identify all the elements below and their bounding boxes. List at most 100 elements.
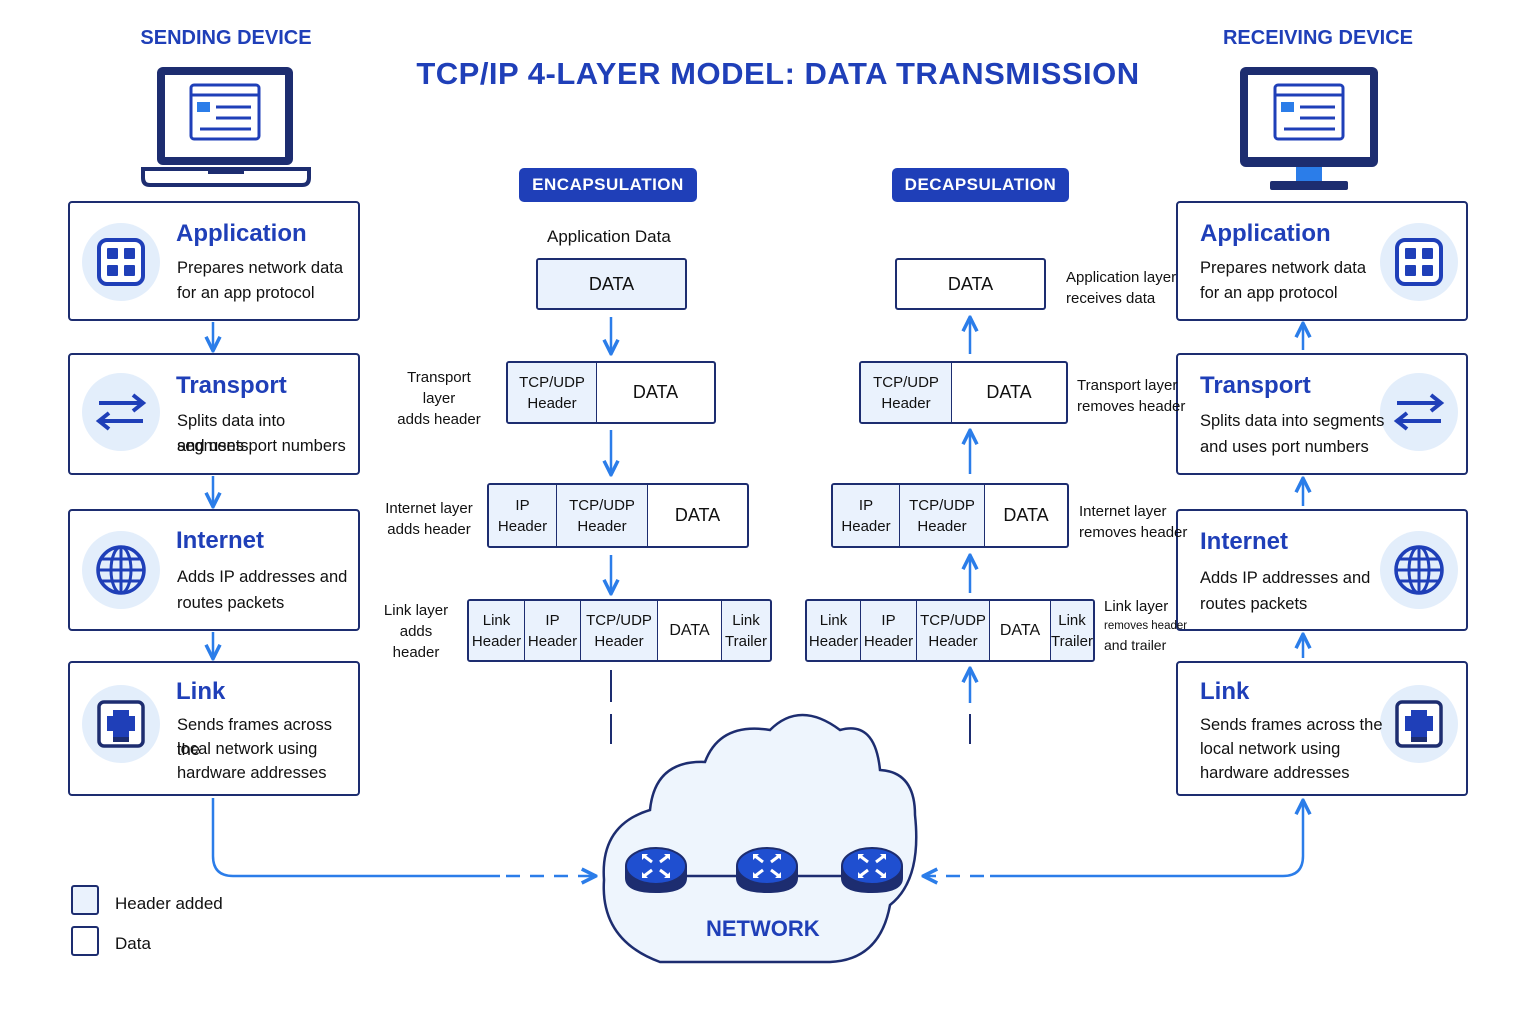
note-line: removes header (1104, 620, 1188, 632)
cell-line: TCP/UDP (873, 373, 939, 391)
layer-description-line: and uses port numbers (177, 437, 346, 455)
layer-card-transport-send: Transport Splits data into segments and … (68, 353, 360, 475)
note-line: adds header (387, 521, 471, 538)
tcp-udp-header-cell: TCP/UDP Header (900, 485, 985, 546)
layer-title: Internet (1200, 528, 1289, 555)
globe-icon (1380, 531, 1458, 609)
cell-line: Header (527, 632, 578, 650)
router-icon (625, 847, 687, 894)
layer-description-line: Sends frames across the (1200, 716, 1383, 734)
legend-label: Header added (115, 894, 223, 913)
data-cell: DATA (986, 382, 1032, 402)
router-icon (841, 847, 903, 894)
cell-line: Link (482, 611, 511, 629)
note-line: removes header (1079, 524, 1188, 541)
tcp-udp-header-cell: TCP/UDP Header (861, 363, 952, 422)
ip-header-cell: IP Header (489, 485, 557, 546)
cell-line: Trailer (1051, 632, 1093, 650)
note-line: Internet layer (385, 500, 473, 517)
note-line: removes header (1077, 398, 1186, 415)
decap-note-transport: Transport layer removes header (1077, 375, 1185, 417)
layer-title: Internet (176, 527, 265, 554)
encap-note-transport: Transport layer adds header (390, 367, 488, 430)
layer-description-line: Prepares network data (177, 259, 344, 277)
cell-line: TCP/UDP (569, 496, 635, 514)
layer-card-transport-receive: Transport Splits data into segments and … (1176, 353, 1468, 475)
layer-card-internet-send: Internet Adds IP addresses and routes pa… (68, 509, 360, 631)
encapsulation-label: ENCAPSULATION (519, 168, 697, 202)
globe-icon (82, 531, 160, 609)
note-line: Application layer (1066, 269, 1177, 286)
network-port-icon (82, 685, 160, 763)
layer-description-line: Adds IP addresses and (177, 568, 348, 586)
decap-note-link: Link layer removes header and trailer (1104, 596, 1188, 656)
cell-line: TCP/UDP (909, 496, 975, 514)
layer-card-link-send: Link Sends frames across the local netwo… (68, 661, 360, 796)
layer-title: Link (176, 678, 226, 705)
layer-description-line: and uses port numbers (1200, 438, 1369, 456)
receiving-device-label: RECEIVING DEVICE (1222, 27, 1414, 49)
cell-line: Header (917, 517, 967, 535)
layer-description-line: hardware addresses (1200, 764, 1350, 782)
bidirectional-arrows-icon (1380, 373, 1458, 451)
app-grid-icon (1380, 223, 1458, 301)
cell-line: IP (858, 496, 874, 514)
layer-description-line: local network using (177, 740, 318, 758)
cell-line: TCP/UDP (920, 611, 986, 629)
router-icon (736, 847, 798, 894)
cell-line: Trailer (725, 632, 767, 650)
packet-application-decap: DATA (895, 258, 1046, 310)
layer-title: Transport (176, 372, 287, 399)
network-label: NETWORK (706, 916, 820, 941)
cell-line: Header (881, 394, 931, 412)
bidirectional-arrows-icon (82, 373, 160, 451)
tcp-udp-header-cell: TCP/UDP Header (917, 601, 990, 660)
legend-swatch-header (71, 885, 99, 915)
laptop-icon (141, 67, 311, 187)
data-cell: DATA (658, 601, 722, 660)
cell-line: Header (497, 517, 548, 535)
data-cell: DATA (674, 505, 721, 525)
cell-line: Link (1058, 611, 1086, 629)
note-line: adds header (397, 411, 481, 428)
tcp-udp-header-cell: TCP/UDP Header (581, 601, 658, 660)
layer-title: Application (1200, 220, 1331, 247)
layer-title: Application (176, 220, 307, 247)
network-port-icon (1380, 685, 1458, 763)
cell-line: Header (594, 632, 644, 650)
cell-line: Link (819, 611, 848, 629)
layer-description-line: Prepares network data (1200, 259, 1367, 277)
decapsulation-label: DECAPSULATION (892, 168, 1069, 202)
layer-description-line: hardware addresses (177, 764, 327, 782)
note-line: Internet layer (1079, 503, 1167, 520)
note-line: receives data (1066, 290, 1156, 307)
cell-line: Header (808, 632, 859, 650)
cell-line: IP (515, 496, 530, 514)
layer-description-line: Splits data into segments (177, 412, 286, 455)
cell-line: Header (527, 394, 577, 412)
page-title: TCP/IP 4-LAYER MODEL: DATA TRANSMISSION (416, 56, 1140, 91)
app-grid-icon (82, 223, 160, 301)
cell-line: Header (928, 632, 978, 650)
sending-device-label: SENDING DEVICE (140, 27, 312, 49)
note-line: Link layer (383, 602, 449, 619)
layer-description-line: Sends frames across the (177, 716, 332, 759)
data-cell: DATA (947, 273, 994, 294)
layer-description-line: routes packets (1200, 595, 1308, 613)
encap-note-link: Link layer adds header (376, 600, 456, 663)
cell-line: TCP/UDP (586, 611, 652, 629)
layer-card-application-send: Application Prepares network data for an… (68, 201, 360, 321)
data-cell: DATA (538, 260, 685, 308)
